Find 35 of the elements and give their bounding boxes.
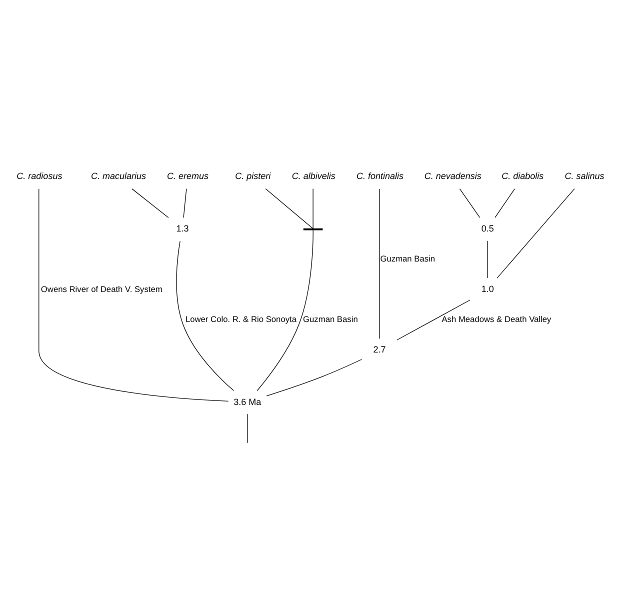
edge-label: Guzman Basin	[380, 254, 436, 264]
connector	[396, 300, 470, 340]
node-text: C. albivelis	[292, 170, 336, 181]
node-text: C. fontinalis	[356, 170, 404, 181]
node-text: C. radiosus	[16, 170, 62, 181]
connector	[265, 188, 314, 229]
connector	[132, 188, 169, 218]
connector	[256, 230, 314, 391]
node-text: C. salinus	[564, 170, 604, 181]
node-text: C. nevadensis	[424, 170, 482, 181]
connector	[38, 188, 229, 402]
connector	[496, 188, 575, 278]
connector	[266, 359, 362, 396]
edge-label: Ash Meadows & Death Valley	[442, 314, 552, 324]
edge-label: Lower Colo. R. & Rio Sonoyta	[185, 314, 297, 324]
connector	[176, 240, 234, 391]
edge-label: Guzman Basin	[303, 314, 358, 324]
edge-label: Owens River of Death V. System	[40, 284, 162, 294]
connector	[459, 188, 480, 218]
node-text: 1.0	[481, 284, 494, 294]
node-text: C. pisteri	[235, 170, 271, 181]
node-text: 1.3	[176, 224, 189, 234]
node-text: C. eremus	[166, 170, 208, 181]
connector	[183, 188, 187, 218]
node-text: 3.6 Ma	[234, 396, 262, 407]
connector	[494, 188, 516, 218]
connector	[379, 188, 380, 339]
connector	[487, 240, 488, 278]
node-text: 0.5	[481, 224, 494, 234]
connector	[312, 188, 314, 229]
node-bar	[303, 228, 323, 230]
connector	[247, 414, 248, 444]
node-text: 2.7	[373, 344, 386, 355]
node-text: C. diabolis	[502, 170, 544, 181]
node-text: C. macularius	[91, 170, 146, 181]
